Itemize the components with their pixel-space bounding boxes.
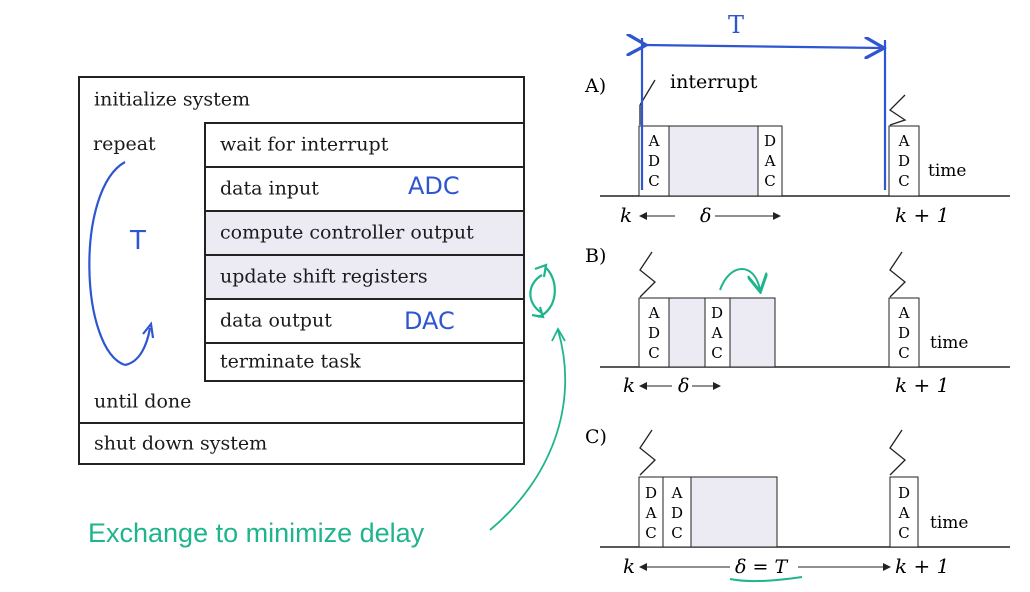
task-label: wait for interrupt: [220, 133, 389, 156]
task-label: data input: [220, 177, 319, 200]
k-label: k: [623, 373, 635, 397]
repeat-label: repeat: [93, 133, 156, 155]
adc-letter: A: [648, 132, 660, 150]
delta-label: δ: [678, 375, 689, 397]
dac-letter: C: [645, 524, 656, 542]
swap-arrow: [719, 268, 760, 290]
row-until: until done: [80, 382, 523, 422]
adc-letter: C: [648, 172, 659, 190]
interrupt-zigzag-icon: [639, 251, 656, 298]
adc-letter: D: [898, 324, 910, 342]
adc-letter: A: [671, 484, 683, 502]
row-shutdown: shut down system: [80, 422, 523, 463]
loop-arrow: [88, 161, 155, 367]
adc-annotation: ADC: [408, 172, 460, 200]
row-initialize: initialize system: [80, 78, 523, 122]
time-label: time: [930, 513, 968, 533]
exchange-arrows: [489, 263, 566, 531]
loop-period-label: T: [130, 226, 146, 256]
task-terminate: terminate task: [204, 342, 523, 382]
adc-letter: C: [898, 344, 909, 362]
k-label: k: [620, 203, 632, 227]
green-underline: [729, 576, 803, 583]
time-label: time: [930, 333, 968, 353]
adc-block: [662, 476, 692, 548]
dac-letter: C: [711, 344, 722, 362]
adc-block: [638, 297, 670, 368]
dac-block: [704, 297, 731, 368]
compute-block: [668, 297, 706, 368]
adc-letter: A: [898, 132, 910, 150]
diagram-c-label: C): [585, 426, 607, 448]
delta-equals-t-label: δ = T: [735, 556, 788, 578]
k1-label: k + 1: [895, 373, 949, 397]
diagram-a-label: A): [584, 75, 606, 97]
adc-letter: C: [648, 344, 659, 362]
adc-letter: D: [648, 152, 660, 170]
dac-block: [889, 476, 919, 548]
dac-letter: D: [711, 304, 723, 322]
task-label: compute controller output: [220, 221, 474, 244]
exchange-caption: Exchange to minimize delay: [88, 518, 425, 548]
interrupt-zigzag-icon: [888, 94, 907, 126]
dac-block: [757, 125, 783, 197]
time-label: time: [928, 161, 966, 181]
dac-letter: D: [645, 484, 657, 502]
task-update: update shift registers: [204, 254, 523, 298]
dac-letter: D: [764, 132, 776, 150]
task-label: update shift registers: [220, 265, 428, 288]
adc-letter: C: [671, 524, 682, 542]
dac-letter: A: [711, 324, 723, 342]
diagram-b-label: B): [585, 245, 606, 267]
k-label: k: [623, 554, 635, 578]
k1-label: k + 1: [895, 203, 949, 227]
interrupt-label: interrupt: [670, 71, 758, 93]
task-label: terminate task: [220, 350, 361, 373]
dac-letter: D: [898, 484, 910, 502]
adc-letter: A: [898, 304, 910, 322]
adc-letter: D: [671, 504, 683, 522]
adc-block: [638, 125, 670, 197]
shutdown-text: shut down system: [94, 432, 268, 454]
compute-block: [668, 125, 759, 197]
dac-annotation: DAC: [404, 307, 455, 335]
adc-letter: D: [648, 324, 660, 342]
structogram: initialize system repeat wait for interr…: [78, 76, 525, 465]
task-wait: wait for interrupt: [204, 122, 523, 166]
adc-block: [888, 297, 920, 368]
adc-letter: A: [648, 304, 660, 322]
interrupt-zigzag-icon: [889, 429, 906, 476]
interrupt-zigzag-icon: [889, 251, 906, 298]
dac-letter: C: [764, 172, 775, 190]
delta-label: δ: [700, 205, 711, 227]
dac-letter: A: [898, 504, 910, 522]
adc-letter: C: [898, 172, 909, 190]
timing-diagrams: A) interrupt A D C D A C A D C time k δ …: [584, 11, 1010, 583]
until-text: until done: [94, 390, 192, 413]
shift-block: [729, 297, 776, 368]
period-label: T: [728, 11, 744, 39]
task-label: data output: [220, 309, 332, 332]
task-data-input: data input ADC: [204, 166, 523, 210]
dac-letter: C: [898, 524, 909, 542]
dac-block: [638, 476, 664, 548]
compute-block: [690, 476, 778, 548]
dac-letter: A: [764, 152, 776, 170]
task-data-output: data output DAC: [204, 298, 523, 342]
interrupt-zigzag-icon: [639, 429, 656, 476]
task-compute: compute controller output: [204, 210, 523, 254]
adc-block: [888, 125, 920, 197]
dac-letter: A: [645, 504, 657, 522]
k1-label: k + 1: [895, 554, 949, 578]
initialize-text: initialize system: [94, 88, 251, 111]
adc-letter: D: [898, 152, 910, 170]
